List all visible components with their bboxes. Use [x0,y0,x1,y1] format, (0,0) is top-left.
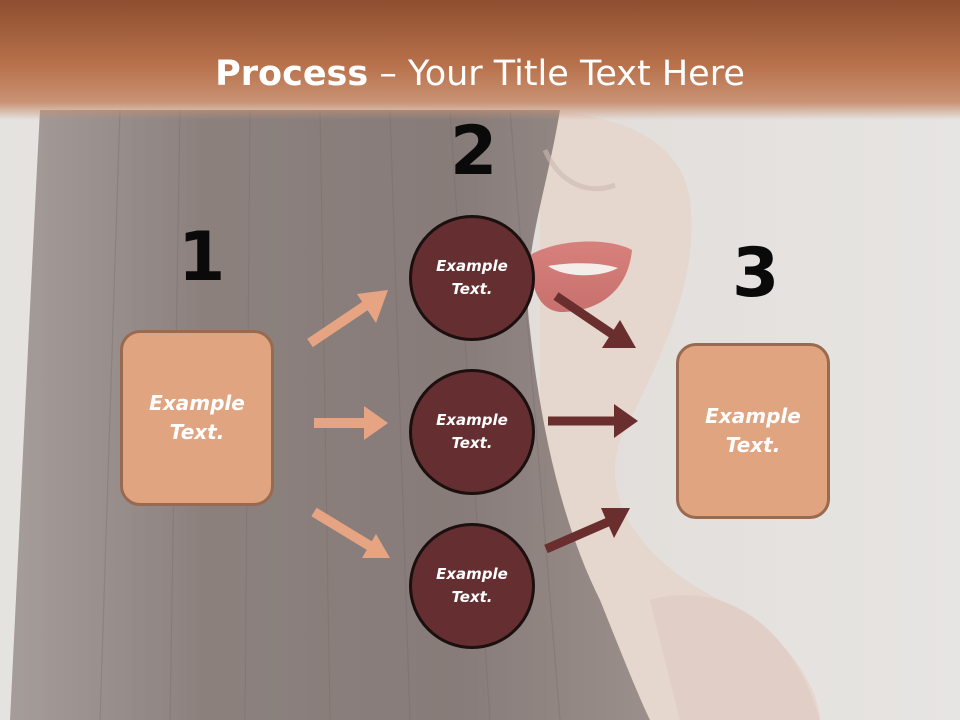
arrow-left-to-middle [314,406,388,440]
circle-bottom[interactable]: Example Text. [409,523,535,649]
arrow-middle-to-right [548,404,638,438]
circle-middle[interactable]: Example Text. [409,369,535,495]
arrow-left-to-bottom [311,507,390,558]
step-3-number: 3 [732,234,780,313]
right-text-box[interactable]: Example Text. [676,343,830,519]
step-1-number: 1 [178,218,226,297]
title-rest: – Your Title Text Here [368,54,745,94]
step-2-number: 2 [450,112,498,191]
circle-top[interactable]: Example Text. [409,215,535,341]
arrow-top-to-right [553,292,636,348]
left-text-box[interactable]: Example Text. [120,330,274,506]
title-bold: Process [215,54,369,94]
arrow-left-to-top [307,290,388,348]
slide-title[interactable]: Process – Your Title Text Here [0,52,960,96]
arrow-bottom-to-right [544,508,630,554]
title-bar [0,0,960,120]
